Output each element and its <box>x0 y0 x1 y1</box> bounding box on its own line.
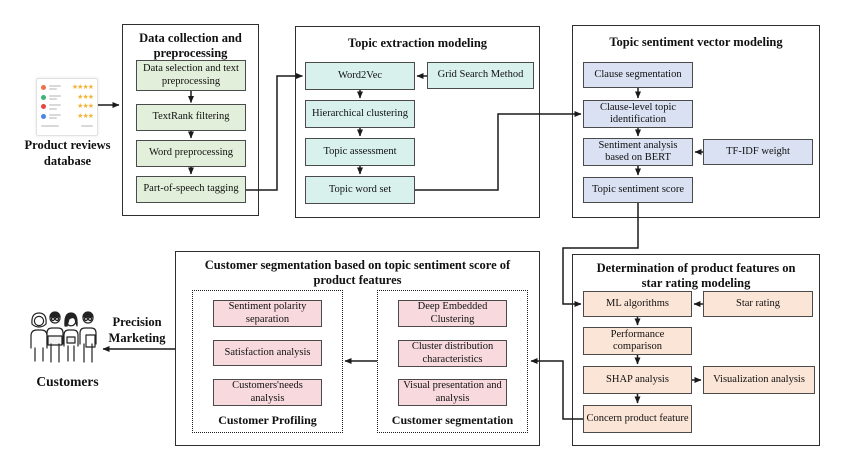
database-label: Product reviews database <box>24 138 111 168</box>
step-textrank-filtering: TextRank filtering <box>136 104 246 131</box>
step-cluster-distribution: Cluster distribution characteristics <box>398 340 507 367</box>
review-dot-icon <box>41 114 46 120</box>
review-text-lines <box>49 114 61 120</box>
step-visualization-analysis: Visualization analysis <box>703 366 815 394</box>
section-title-customer-segmentation: Customer segmentation based on topic sen… <box>204 258 511 287</box>
review-text-lines <box>49 94 61 100</box>
step-pos-tagging: Part-of-speech tagging <box>136 176 246 203</box>
step-topic-sentiment-score: Topic sentiment score <box>583 177 693 203</box>
review-text-lines <box>81 125 93 128</box>
step-tfidf-weight: TF-IDF weight <box>703 139 813 165</box>
step-ml-algorithms: ML algorithms <box>583 291 692 317</box>
step-sentiment-analysis-bert: Sentiment analysis based on BERT <box>583 138 693 166</box>
review-row: ★★★ <box>41 102 94 111</box>
product-reviews-database-icon: ★★★★ ★★★ ★★★ ★★★ <box>36 78 98 136</box>
customer-profiling-label: Customer Profiling <box>218 413 317 427</box>
customer-segmentation-label: Customer segmentation <box>391 413 514 427</box>
customers-icon <box>28 306 100 370</box>
section-title-topic-extraction: Topic extraction modeling <box>347 36 488 50</box>
review-dot-icon <box>41 104 46 110</box>
review-dot-icon <box>41 94 46 100</box>
step-clause-segmentation: Clause segmentation <box>583 62 693 88</box>
step-concern-product-feature: Concern product feature <box>583 405 692 433</box>
step-shap-analysis: SHAP analysis <box>583 366 692 394</box>
review-text-lines <box>41 125 59 128</box>
step-visual-presentation: Visual presentation and analysis <box>398 379 507 406</box>
customer-segmentation-container <box>377 290 528 433</box>
review-stars: ★★★ <box>77 102 94 111</box>
step-topic-assessment: Topic assessment <box>305 138 415 166</box>
precision-marketing-label: Precision Marketing <box>108 315 166 345</box>
step-topic-word-set: Topic word set <box>305 176 415 204</box>
step-word2vec: Word2Vec <box>305 62 415 90</box>
step-star-rating: Star rating <box>703 291 813 317</box>
review-row-lines <box>41 122 93 130</box>
review-dot-icon <box>41 85 46 91</box>
section-title-data-collection: Data collection and preprocessing <box>139 31 242 60</box>
step-deep-embedded-clustering: Deep Embedded Clustering <box>398 300 507 327</box>
review-text-lines <box>49 104 61 110</box>
section-title-sentiment-vector: Topic sentiment vector modeling <box>609 35 783 49</box>
step-sentiment-polarity-separation: Sentiment polarity separation <box>213 300 322 327</box>
step-clause-topic-identification: Clause-level topic identification <box>583 100 693 128</box>
review-row: ★★★ <box>41 92 94 101</box>
review-stars: ★★★★ <box>71 83 94 92</box>
review-row: ★★★ <box>41 112 94 121</box>
review-stars: ★★★ <box>77 112 94 121</box>
customer-profiling-container <box>192 290 343 433</box>
step-data-selection: Data selection and text preprocessing <box>136 60 246 91</box>
review-stars: ★★★ <box>77 92 94 101</box>
section-title-star-rating: Determination of product features on sta… <box>596 261 796 290</box>
review-text-lines <box>49 85 61 91</box>
step-word-preprocessing: Word preprocessing <box>136 140 246 167</box>
step-grid-search: Grid Search Method <box>427 62 534 89</box>
step-satisfaction-analysis: Satisfaction analysis <box>213 340 322 366</box>
step-hierarchical-clustering: Hierarchical clustering <box>305 100 415 128</box>
step-performance-comparison: Performance comparison <box>583 327 692 355</box>
review-row: ★★★★ <box>41 83 94 92</box>
customers-label: Customers <box>36 374 99 389</box>
step-customers-needs-analysis: Customers'needs analysis <box>213 379 322 406</box>
